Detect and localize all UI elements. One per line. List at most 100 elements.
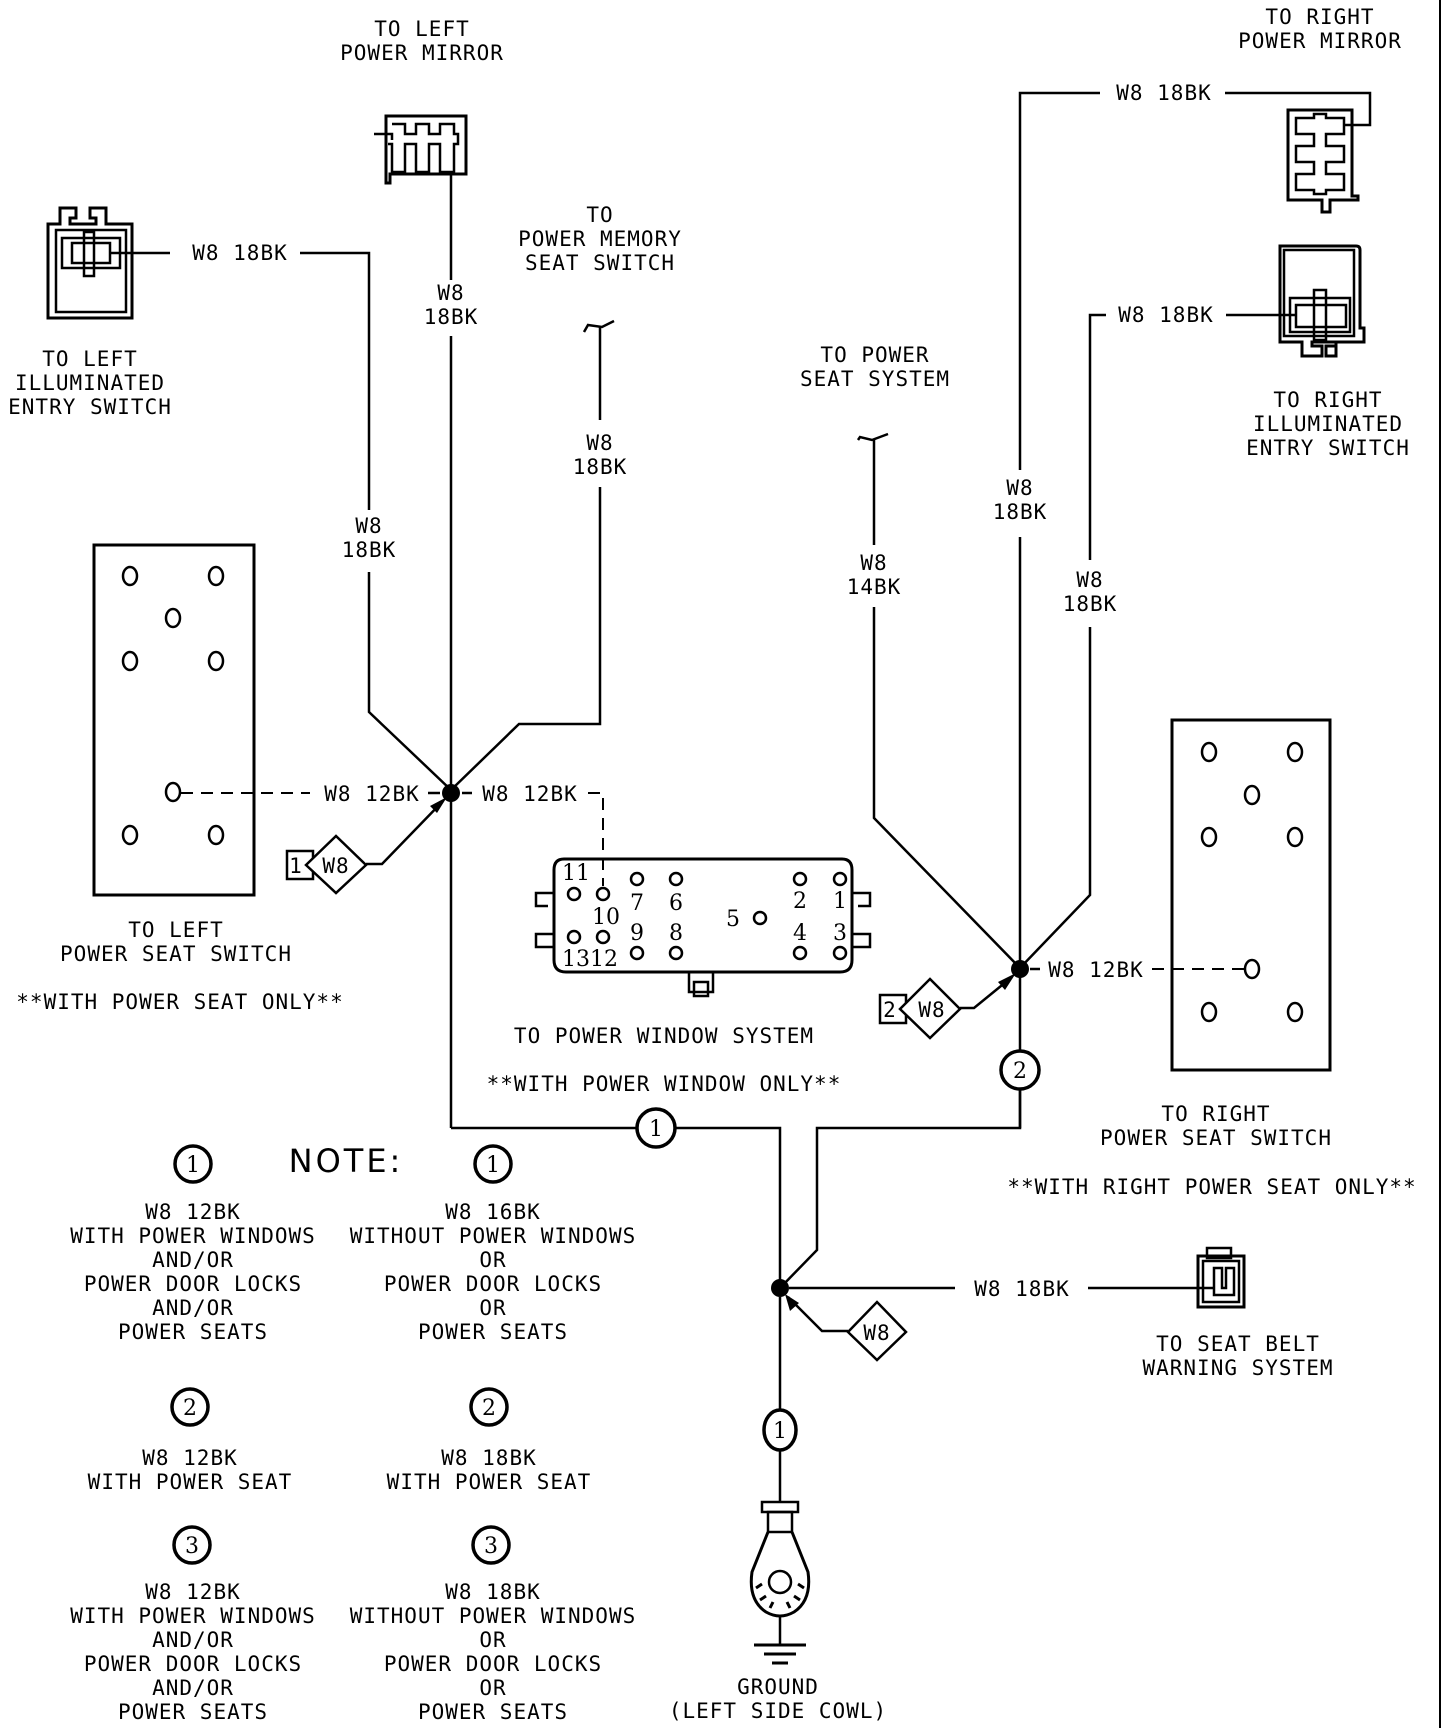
power-window-connector[interactable]: 11 10 7 6 5 2 1 9 8 4 3 13 12 — [534, 857, 872, 998]
connector-latch-left-top — [534, 891, 554, 908]
note-3-left: W8 12BK WITH POWER WINDOWS AND/OR POWER … — [70, 1580, 315, 1724]
wire-label-left-mirror-gauge: 18BK — [424, 305, 479, 329]
pin — [164, 781, 182, 803]
right-seat-switch-label-2: POWER SEAT SWITCH — [1100, 1126, 1332, 1150]
connector-body — [552, 857, 854, 974]
connector-latch-right-bottom — [852, 932, 872, 949]
connector-body — [1278, 244, 1366, 358]
note-2-left-marker — [170, 1387, 210, 1427]
notes-section: NOTE: 1 1 W8 12BK WITH POWER WINDOWS AND… — [70, 1142, 636, 1724]
splice-tag: W8 — [863, 1321, 890, 1345]
memory-switch-label-2: POWER MEMORY — [518, 227, 682, 251]
notes-title: NOTE: — [289, 1142, 404, 1180]
pin-label-9: 9 — [630, 921, 644, 946]
note-line: POWER SEATS — [418, 1700, 568, 1724]
callout-number: 1 — [649, 1117, 663, 1142]
eyelet-neck — [766, 1510, 794, 1534]
note-line: OR — [479, 1248, 506, 1272]
right-entry-switch-connector[interactable] — [1278, 244, 1366, 358]
note-number: 2 — [183, 1396, 197, 1421]
connector-inner — [54, 228, 128, 314]
ground-label-2: (LEFT SIDE COWL) — [669, 1699, 887, 1723]
note-line: WITH POWER SEAT — [387, 1470, 592, 1494]
switch-body — [1170, 718, 1332, 1072]
pin-label-5: 5 — [726, 907, 740, 932]
wire-right-mirror-stub — [1225, 91, 1372, 127]
left-mirror-label-2: POWER MIRROR — [340, 41, 504, 65]
right-power-seat-switch[interactable] — [1170, 718, 1332, 1072]
note-line: POWER DOOR LOCKS — [84, 1272, 302, 1296]
pin — [121, 824, 139, 846]
wire-label-right-mirror-gauge: 18BK — [993, 500, 1048, 524]
pin-9 — [629, 945, 645, 961]
splice-leader — [787, 1296, 848, 1333]
note-1-left-marker — [173, 1144, 213, 1184]
note-2-right-marker — [469, 1387, 509, 1427]
connector-body — [384, 114, 468, 185]
connector-tab — [374, 132, 394, 140]
right-seat-condition: **WITH RIGHT POWER SEAT ONLY** — [1007, 1175, 1416, 1199]
pin — [1286, 826, 1304, 848]
splice-junction-bottom[interactable] — [771, 1279, 789, 1297]
note-line: AND/OR — [152, 1296, 234, 1320]
note-3-right-marker — [471, 1525, 511, 1565]
seat-belt-connector[interactable] — [1196, 1246, 1246, 1309]
pin — [164, 607, 182, 629]
note-line: POWER SEATS — [418, 1320, 568, 1344]
pin-8 — [668, 945, 684, 961]
note-2-left: W8 12BK WITH POWER SEAT — [88, 1446, 292, 1494]
pin-label-10: 10 — [592, 905, 620, 930]
pin — [121, 650, 139, 672]
pin-5 — [752, 910, 768, 926]
connector-mount-inner — [692, 980, 710, 998]
left-entry-switch-connector[interactable] — [46, 206, 134, 320]
wire-label-left-seat: W8 12BK — [324, 782, 420, 806]
splice-leader — [366, 800, 444, 866]
note-line: W8 12BK — [145, 1200, 241, 1224]
pin-label-4: 4 — [793, 921, 807, 946]
break-symbol-icon — [856, 432, 889, 442]
left-power-mirror-connector[interactable]: TO LEFT POWER MIRROR — [340, 17, 504, 185]
wire-label-left-entry-circuit: W8 — [355, 514, 382, 538]
note-line: POWER DOOR LOCKS — [384, 1272, 602, 1296]
pin-1 — [832, 871, 848, 887]
pin — [1243, 784, 1261, 806]
connector-body — [1286, 108, 1360, 214]
pin-label-12: 12 — [590, 947, 618, 972]
splice-tag: W8 — [918, 998, 945, 1022]
note-line: AND/OR — [152, 1628, 234, 1652]
note-number: 3 — [484, 1534, 498, 1559]
wire-label-right-mirror-circuit: W8 — [1006, 476, 1033, 500]
wire-label-memory-circuit: W8 — [586, 431, 613, 455]
wire-label-seat-system-gauge: 14BK — [847, 575, 902, 599]
seat-system-label-2: SEAT SYSTEM — [800, 367, 950, 391]
note-1-left: W8 12BK WITH POWER WINDOWS AND/OR POWER … — [70, 1200, 315, 1344]
pin-2 — [792, 871, 808, 887]
wire-label-seat-system-circuit: W8 — [860, 551, 887, 575]
ground-terminal-icon — [749, 1500, 811, 1665]
note-3-right: W8 18BK WITHOUT POWER WINDOWS OR POWER D… — [350, 1580, 636, 1724]
splice-tag-right: 2 W8 — [878, 973, 1016, 1040]
wire-label-memory-gauge: 18BK — [573, 455, 628, 479]
left-power-seat-switch[interactable] — [92, 543, 256, 897]
pin-label-13: 13 — [562, 947, 590, 972]
note-line: OR — [479, 1676, 506, 1700]
note-line: AND/OR — [152, 1676, 234, 1700]
pin — [207, 824, 225, 846]
wire-label-right-entry-circuit: W8 — [1076, 568, 1103, 592]
note-number: 2 — [482, 1396, 496, 1421]
note-line: W8 18BK — [445, 1580, 541, 1604]
connector-pins — [1294, 112, 1346, 196]
connector-mount — [687, 970, 715, 994]
pin-label-6: 6 — [669, 891, 683, 916]
pin — [1286, 1001, 1304, 1023]
pin-12 — [595, 929, 611, 945]
note-1-right: W8 16BK WITHOUT POWER WINDOWS OR POWER D… — [350, 1200, 636, 1344]
note-line: OR — [479, 1296, 506, 1320]
right-seat-switch-label-1: TO RIGHT — [1161, 1102, 1270, 1126]
seat-system-label-1: TO POWER — [820, 343, 929, 367]
pin — [207, 650, 225, 672]
pin-label-1: 1 — [833, 889, 847, 914]
right-power-mirror-connector[interactable] — [1286, 108, 1360, 214]
pin-6 — [668, 871, 684, 887]
